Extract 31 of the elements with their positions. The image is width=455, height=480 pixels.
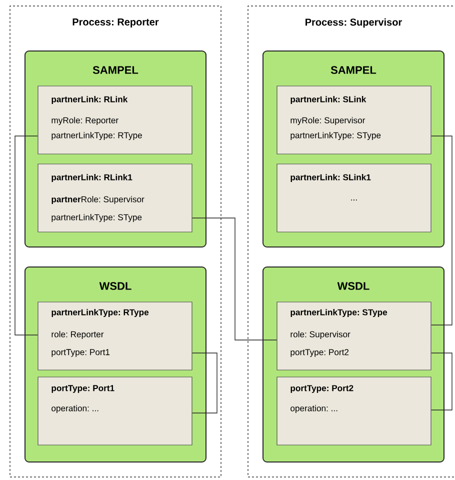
entry-line: portType: Port2 — [290, 349, 349, 357]
entry-heading: partnerLink: SLink1 — [290, 174, 371, 182]
entry-line: role: Supervisor — [290, 331, 350, 340]
entry-line: partnerLinkType: SType — [290, 132, 381, 140]
entry-line: myRole: Supervisor — [290, 117, 366, 126]
box-title: WSDL — [337, 282, 370, 290]
process-title: Process: Reporter — [72, 18, 159, 28]
box-title: WSDL — [99, 282, 132, 290]
process-title: Process: Supervisor — [306, 18, 402, 28]
connector-line — [14, 136, 38, 336]
entry-line: portType: Port1 — [52, 349, 110, 357]
entry-heading: partnerLinkType: RType — [52, 309, 149, 318]
entry-heading: partnerLinkType: SType — [290, 309, 388, 318]
entry-heading: partnerLink: RLink1 — [52, 174, 132, 182]
box-title: SAMPEL — [92, 66, 138, 74]
connector-line — [192, 352, 218, 414]
connector-line — [430, 136, 452, 326]
entry-heading: partnerLink: RLink — [52, 96, 128, 104]
entry-heading: partnerLink: SLink — [290, 96, 366, 104]
entry-heading: portType: Port1 — [52, 385, 114, 393]
connector-line — [192, 218, 278, 340]
entry-line: role: Reporter — [52, 331, 104, 340]
box-title: SAMPEL — [330, 66, 376, 74]
entry-line: myRole: Reporter — [52, 117, 118, 126]
entry-line: partnerRole: Supervisor — [52, 196, 144, 204]
entry-heading: portType: Port2 — [290, 385, 354, 393]
entry-line: operation: ... — [52, 405, 98, 413]
connector-line — [430, 352, 452, 410]
entry-line: operation: ... — [290, 405, 338, 413]
entry-line: partnerLinkType: SType — [52, 214, 142, 222]
entry-line: partnerLinkType: RType — [52, 132, 142, 140]
